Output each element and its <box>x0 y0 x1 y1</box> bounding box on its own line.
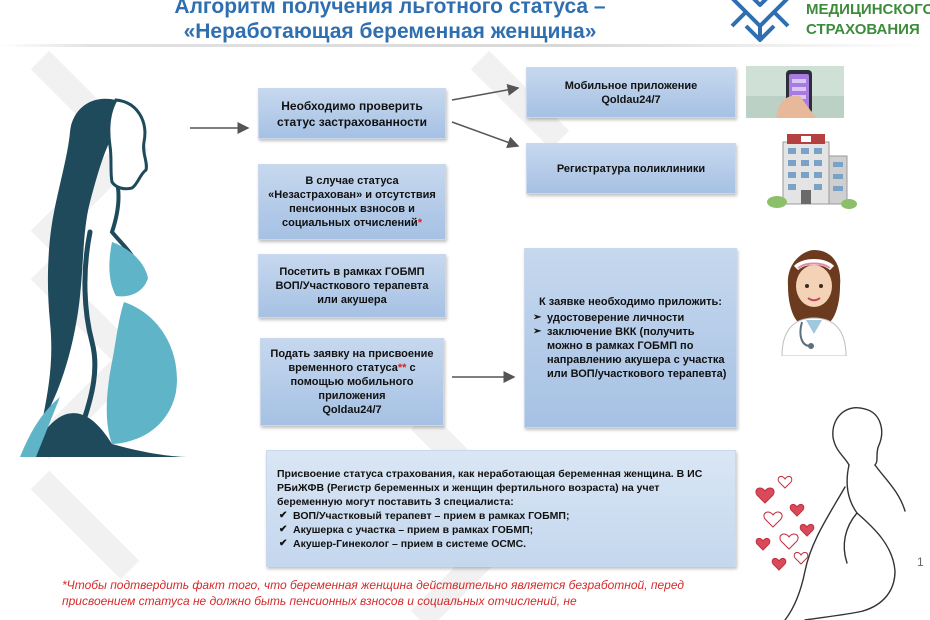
check-status-text: Необходимо проверить статус застрахованн… <box>276 98 427 129</box>
footnote-text: *Чтобы подтвердить факт того, что береме… <box>62 578 685 608</box>
title-line-2: «Неработающая беременная женщина» <box>183 20 597 43</box>
uninsured-case-text: В случае статуса «Незастрахован» и отсут… <box>265 174 439 230</box>
uninsured-case-box: В случае статуса «Незастрахован» и отсут… <box>258 164 446 240</box>
clinic-registry-box: Регистратура поликлиники <box>526 143 736 194</box>
apply-text: Подать заявку на присвоение временного с… <box>267 347 437 403</box>
check-status-box: Необходимо проверить статус застрахованн… <box>258 88 446 139</box>
title-line-1: Алгоритм получения льготного статуса – <box>174 0 606 18</box>
visit-doctor-text: Посетить в рамках ГОБМП ВОП/Участкового … <box>275 266 429 306</box>
page-number: 1 <box>917 555 924 569</box>
doctor-image <box>781 250 847 356</box>
logo-icon <box>730 0 790 42</box>
specialists-list: ВОП/Участковый терапевт – прием в рамках… <box>277 509 569 551</box>
logo-line-2: СТРАХОВАНИЯ <box>806 21 920 38</box>
specialist-item: Акушерка с участка – прием в рамках ГОБМ… <box>277 523 569 537</box>
logo-line-1: МЕДИЦИНСКОГО <box>806 1 930 18</box>
phone-app-image <box>746 66 844 118</box>
mobile-app-line-1: Мобильное приложение <box>564 79 698 92</box>
header-divider <box>0 44 930 47</box>
assign-status-box: Присвоение статуса страхования, как нера… <box>266 450 736 567</box>
attach-documents-box: К заявке необходимо приложить: удостовер… <box>524 248 737 428</box>
attach-item: удостоверение личности <box>533 311 728 325</box>
apply-app-name: Qoldau24/7 <box>322 404 382 416</box>
specialist-item: Акушер-Гинеколог – прием в системе ОСМС. <box>277 537 569 551</box>
clinic-building-image <box>767 134 857 209</box>
apply-label-2: с помощью мобильного приложения <box>290 362 416 402</box>
page-title: Алгоритм получения льготного статуса – «… <box>100 0 680 44</box>
logo-text: МЕДИЦИНСКОГО СТРАХОВАНИЯ <box>806 0 930 40</box>
attach-list: удостоверение личности заключение ВКК (п… <box>533 311 728 381</box>
specialist-item: ВОП/Участковый терапевт – прием в рамках… <box>277 509 569 523</box>
uninsured-case-label: В случае статуса «Незастрахован» и отсут… <box>268 175 436 229</box>
visit-doctor-box: Посетить в рамках ГОБМП ВОП/Участкового … <box>258 254 446 318</box>
footnote-mark: * <box>417 217 422 229</box>
mobile-app-line-2: Qoldau24/7 <box>601 93 661 106</box>
pregnant-woman-sketch <box>755 407 906 620</box>
attach-header: К заявке необходимо приложить: <box>539 296 722 308</box>
apply-temp-status-box: Подать заявку на присвоение временного с… <box>260 338 444 426</box>
mobile-app-box: Мобильное приложение Qoldau24/7 <box>526 67 736 118</box>
apply-label-1: Подать заявку на присвоение временного с… <box>270 348 434 374</box>
clinic-registry-text: Регистратура поликлиники <box>556 162 706 175</box>
attach-item: заключение ВКК (получить можно в рамках … <box>533 325 728 381</box>
double-footnote-mark: ** <box>397 362 407 374</box>
assign-intro: Присвоение статуса страхования, как нера… <box>277 467 703 508</box>
pregnant-woman-silhouette <box>20 98 190 457</box>
